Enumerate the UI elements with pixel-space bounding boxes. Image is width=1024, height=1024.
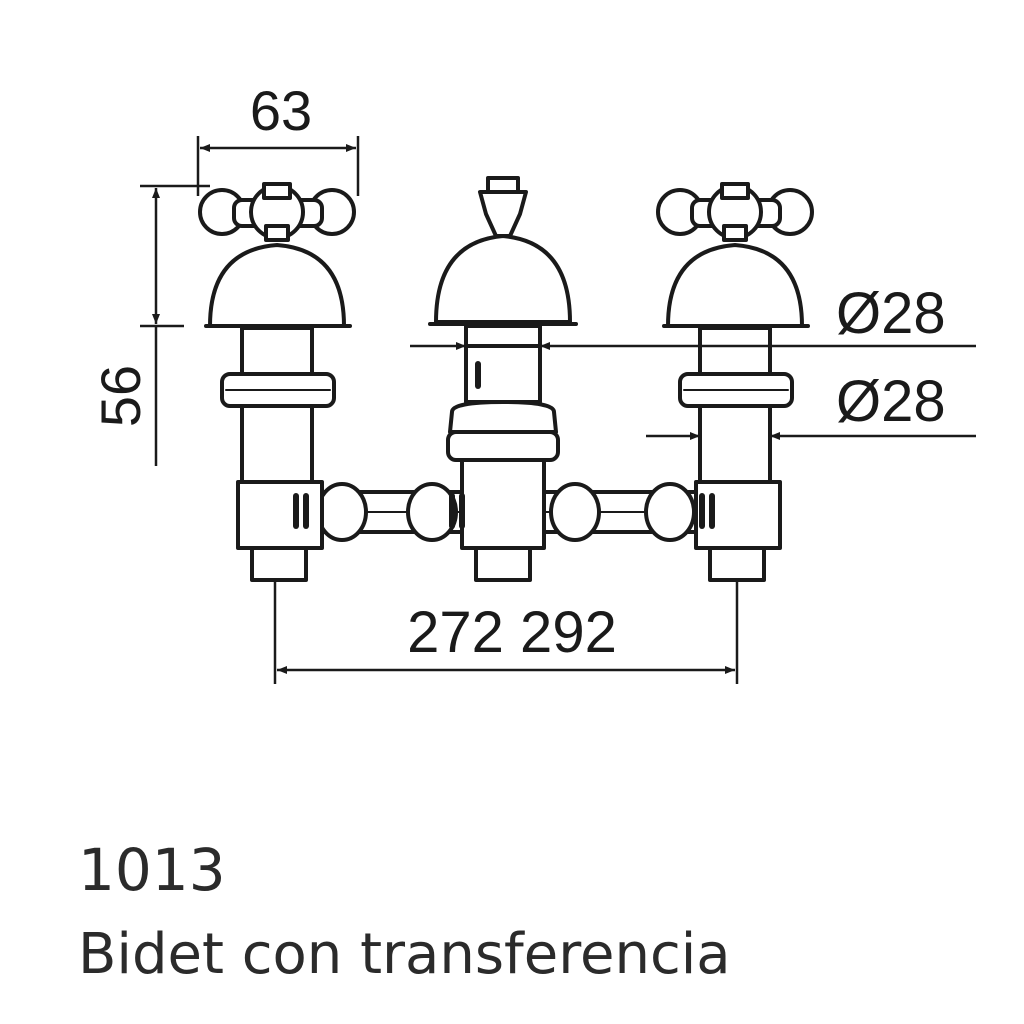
left-cross-handle [198, 182, 356, 242]
diameter-label-2: Ø28 [836, 369, 946, 434]
diameter-dimension-lines [410, 342, 976, 440]
width-label: 63 [250, 79, 312, 142]
diameter-label-1: Ø28 [836, 281, 946, 346]
left-tap [198, 182, 356, 582]
height-label: 56 [89, 365, 152, 427]
spread-label: 272 292 [407, 600, 617, 665]
product-code: 1013 [78, 836, 226, 904]
center-diverter [428, 176, 578, 582]
right-cross-handle [656, 182, 814, 242]
spread-dimension-lines [273, 580, 739, 684]
product-description: Bidet con transferencia [78, 922, 731, 987]
height-dimension-lines [140, 184, 210, 466]
connecting-pipe [303, 482, 727, 542]
